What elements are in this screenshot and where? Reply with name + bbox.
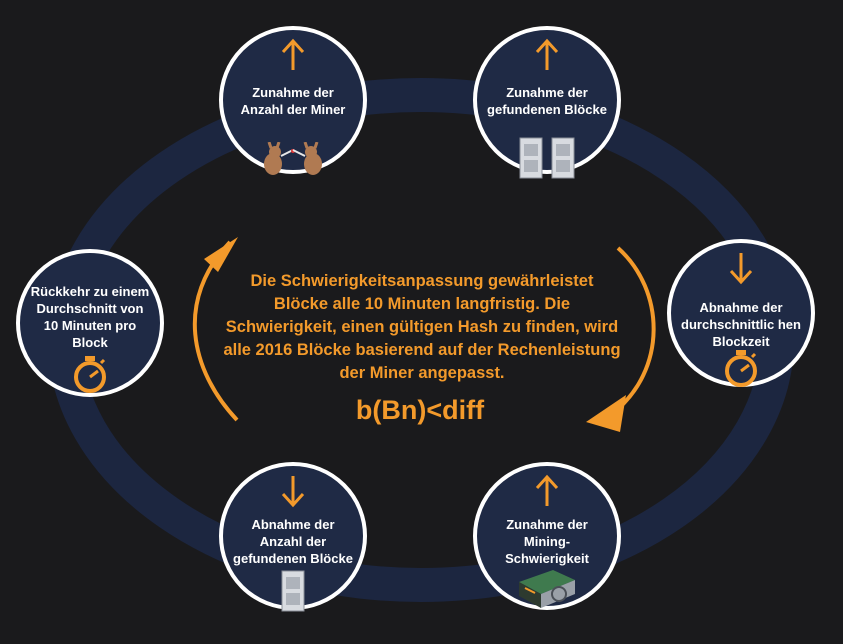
asic-miner-icon	[519, 570, 575, 608]
flow-arrow-right	[610, 246, 656, 416]
node-label: Abnahme der durchschnittlic hen Blockzei…	[681, 300, 801, 349]
server-racks-icon	[519, 137, 575, 179]
arrow-up-icon	[535, 474, 559, 506]
arrow-up-icon	[535, 38, 559, 70]
miner-rabbits-icon	[264, 142, 322, 175]
flow-arrowhead-right	[586, 395, 626, 432]
node-blocks-increase: Zunahme der gefundenen Blöcke	[473, 26, 621, 179]
center-description: Die Schwierigkeitsanpassung gewährleiste…	[223, 272, 621, 382]
node-blocks-decrease: Abnahme der Anzahl der gefundenen Blöcke	[219, 462, 367, 612]
flow-arrowhead-left	[204, 237, 238, 272]
stopwatch-icon	[74, 356, 106, 393]
node-label: Zunahme der Anzahl der Miner	[240, 85, 346, 117]
difficulty-formula: b(Bn)<diff	[355, 395, 485, 425]
server-rack-icon	[281, 570, 305, 612]
node-return-ten-minutes: Rückkehr zu einem Durchschnitt von 10 Mi…	[16, 249, 164, 397]
node-miners-increase: Zunahme der Anzahl der Miner	[219, 26, 367, 175]
arrow-down-icon	[729, 253, 753, 285]
node-label: Abnahme der Anzahl der gefundenen Blöcke	[233, 517, 353, 566]
node-label: Zunahme der gefundenen Blöcke	[487, 85, 607, 117]
node-blocktime-decrease: Abnahme der durchschnittlic hen Blockzei…	[667, 239, 815, 387]
stopwatch-icon	[725, 350, 757, 387]
node-difficulty-increase: Zunahme der Mining-Schwierigkeit	[473, 462, 621, 610]
node-label: Zunahme der Mining-Schwierigkeit	[505, 517, 589, 566]
arrow-down-icon	[281, 476, 305, 508]
node-label: Rückkehr zu einem Durchschnitt von 10 Mi…	[30, 284, 150, 350]
arrow-up-icon	[281, 38, 305, 70]
